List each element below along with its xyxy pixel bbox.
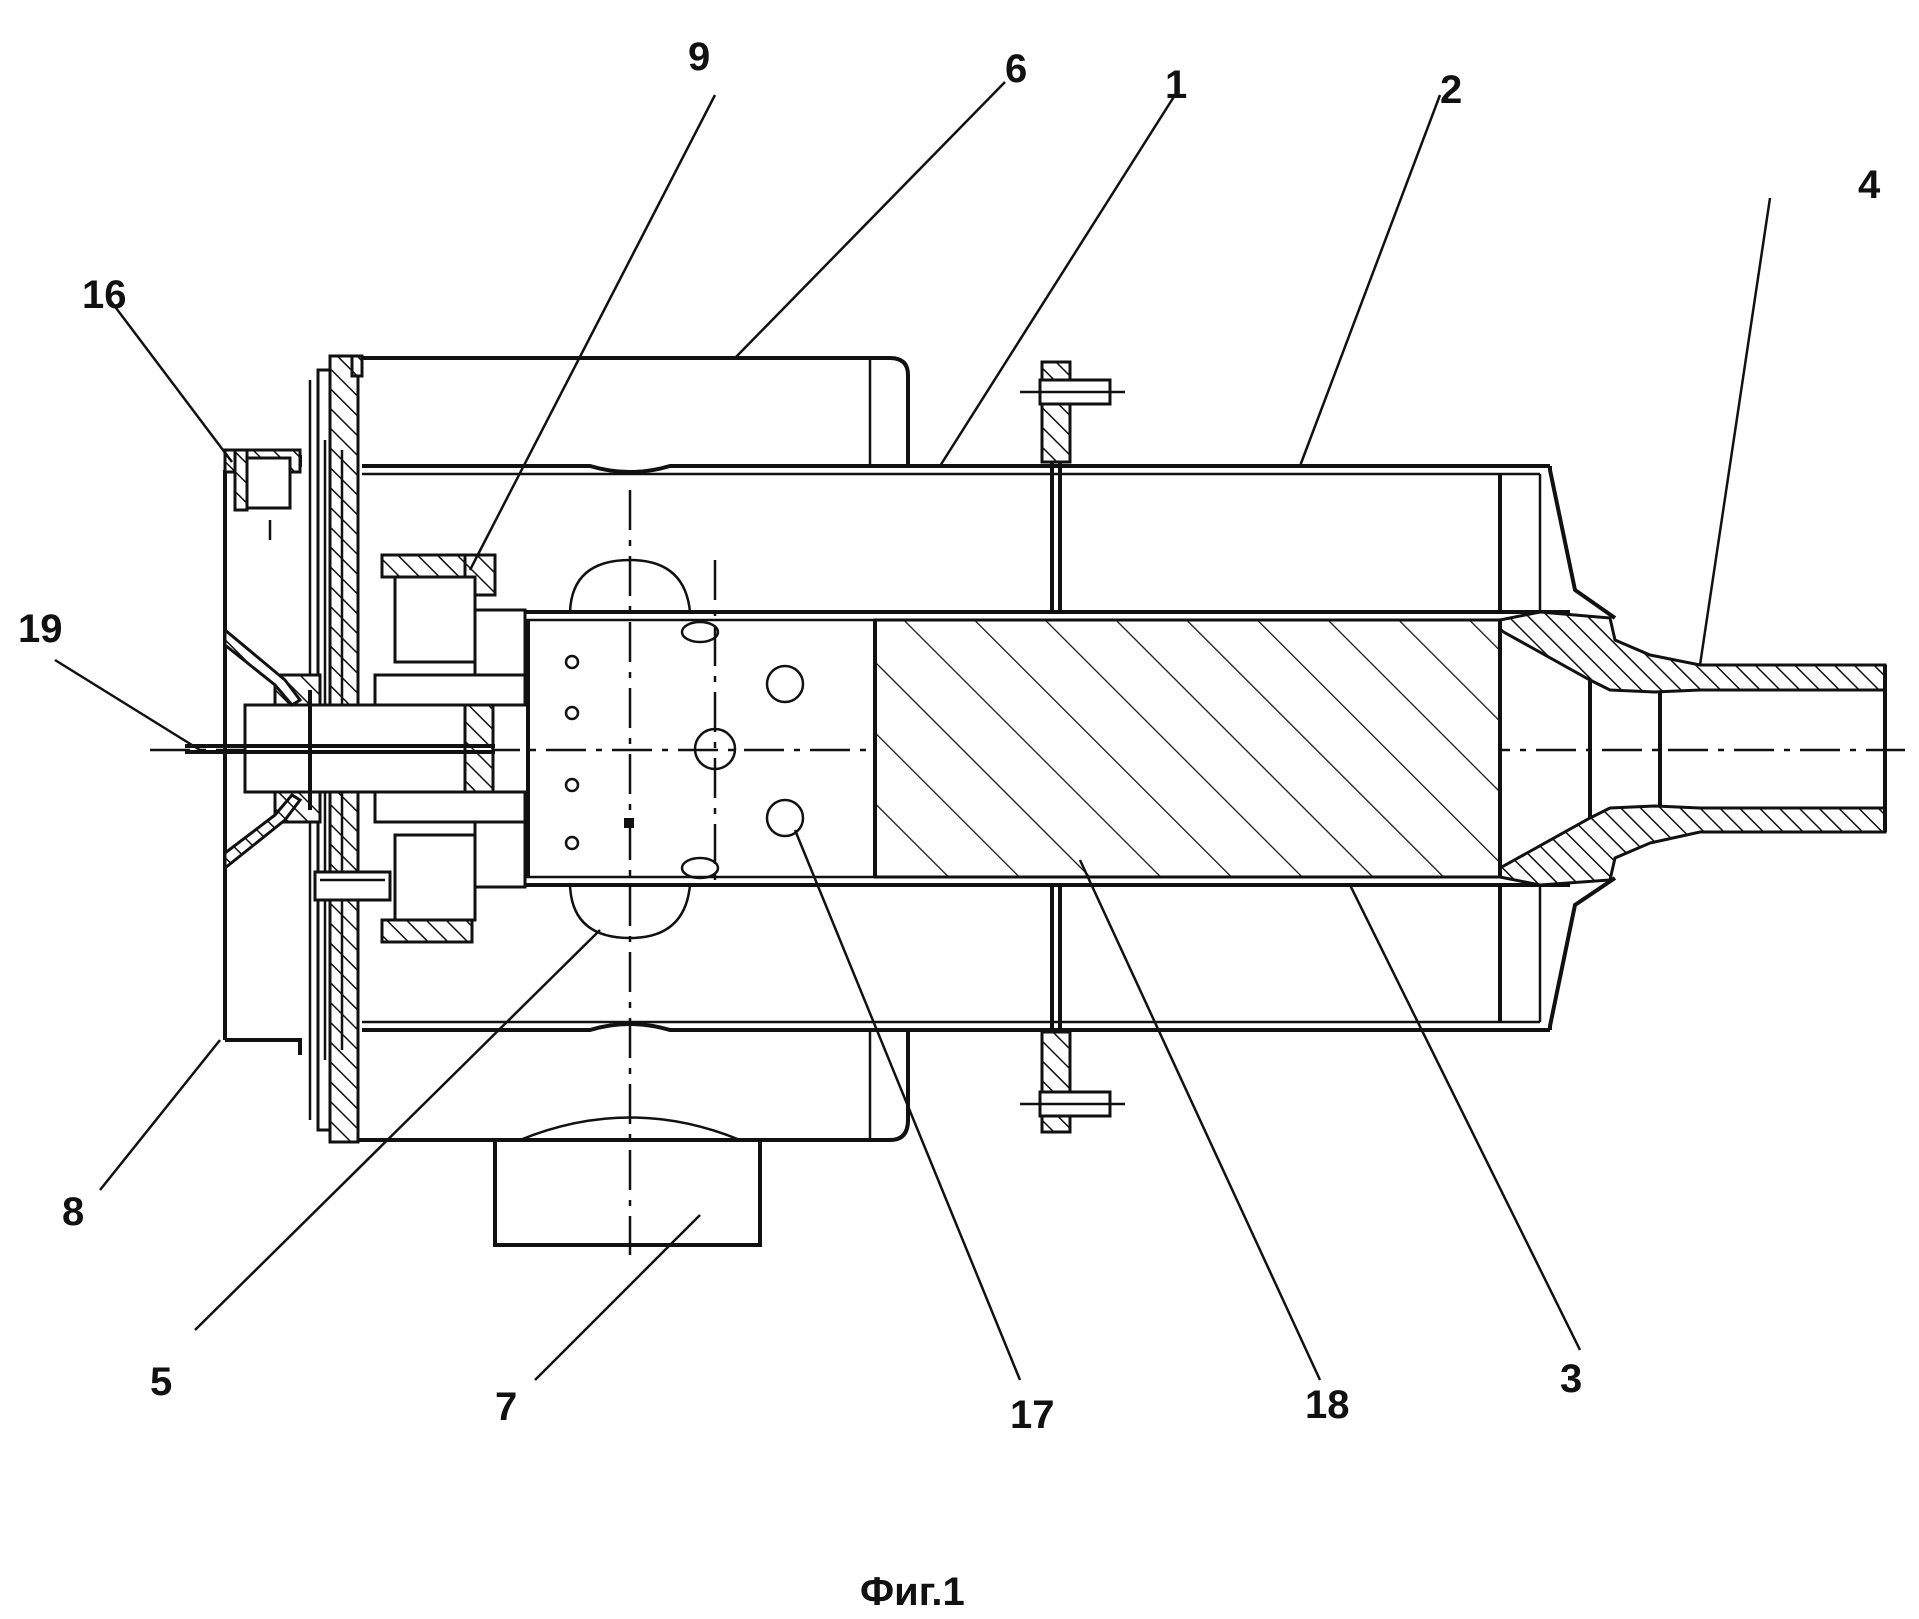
charge-18 (875, 620, 1500, 877)
label-4: 4 (1858, 163, 1881, 207)
label-2: 2 (1440, 68, 1462, 112)
figure-caption: Фиг.1 (860, 1570, 965, 1614)
label-16: 16 (82, 273, 127, 317)
label-17: 17 (1010, 1393, 1055, 1437)
label-5: 5 (150, 1360, 172, 1404)
label-19: 19 (18, 607, 63, 651)
label-3: 3 (1560, 1357, 1582, 1401)
label-9: 9 (688, 35, 710, 79)
label-1: 1 (1165, 63, 1187, 107)
nozzle-4 (1500, 612, 1885, 885)
label-18: 18 (1305, 1383, 1350, 1427)
label-7: 7 (495, 1385, 517, 1429)
hole-17 (767, 800, 803, 836)
pipe-7 (495, 1118, 760, 1246)
label-8: 8 (62, 1190, 84, 1234)
label-6: 6 (1005, 47, 1027, 91)
